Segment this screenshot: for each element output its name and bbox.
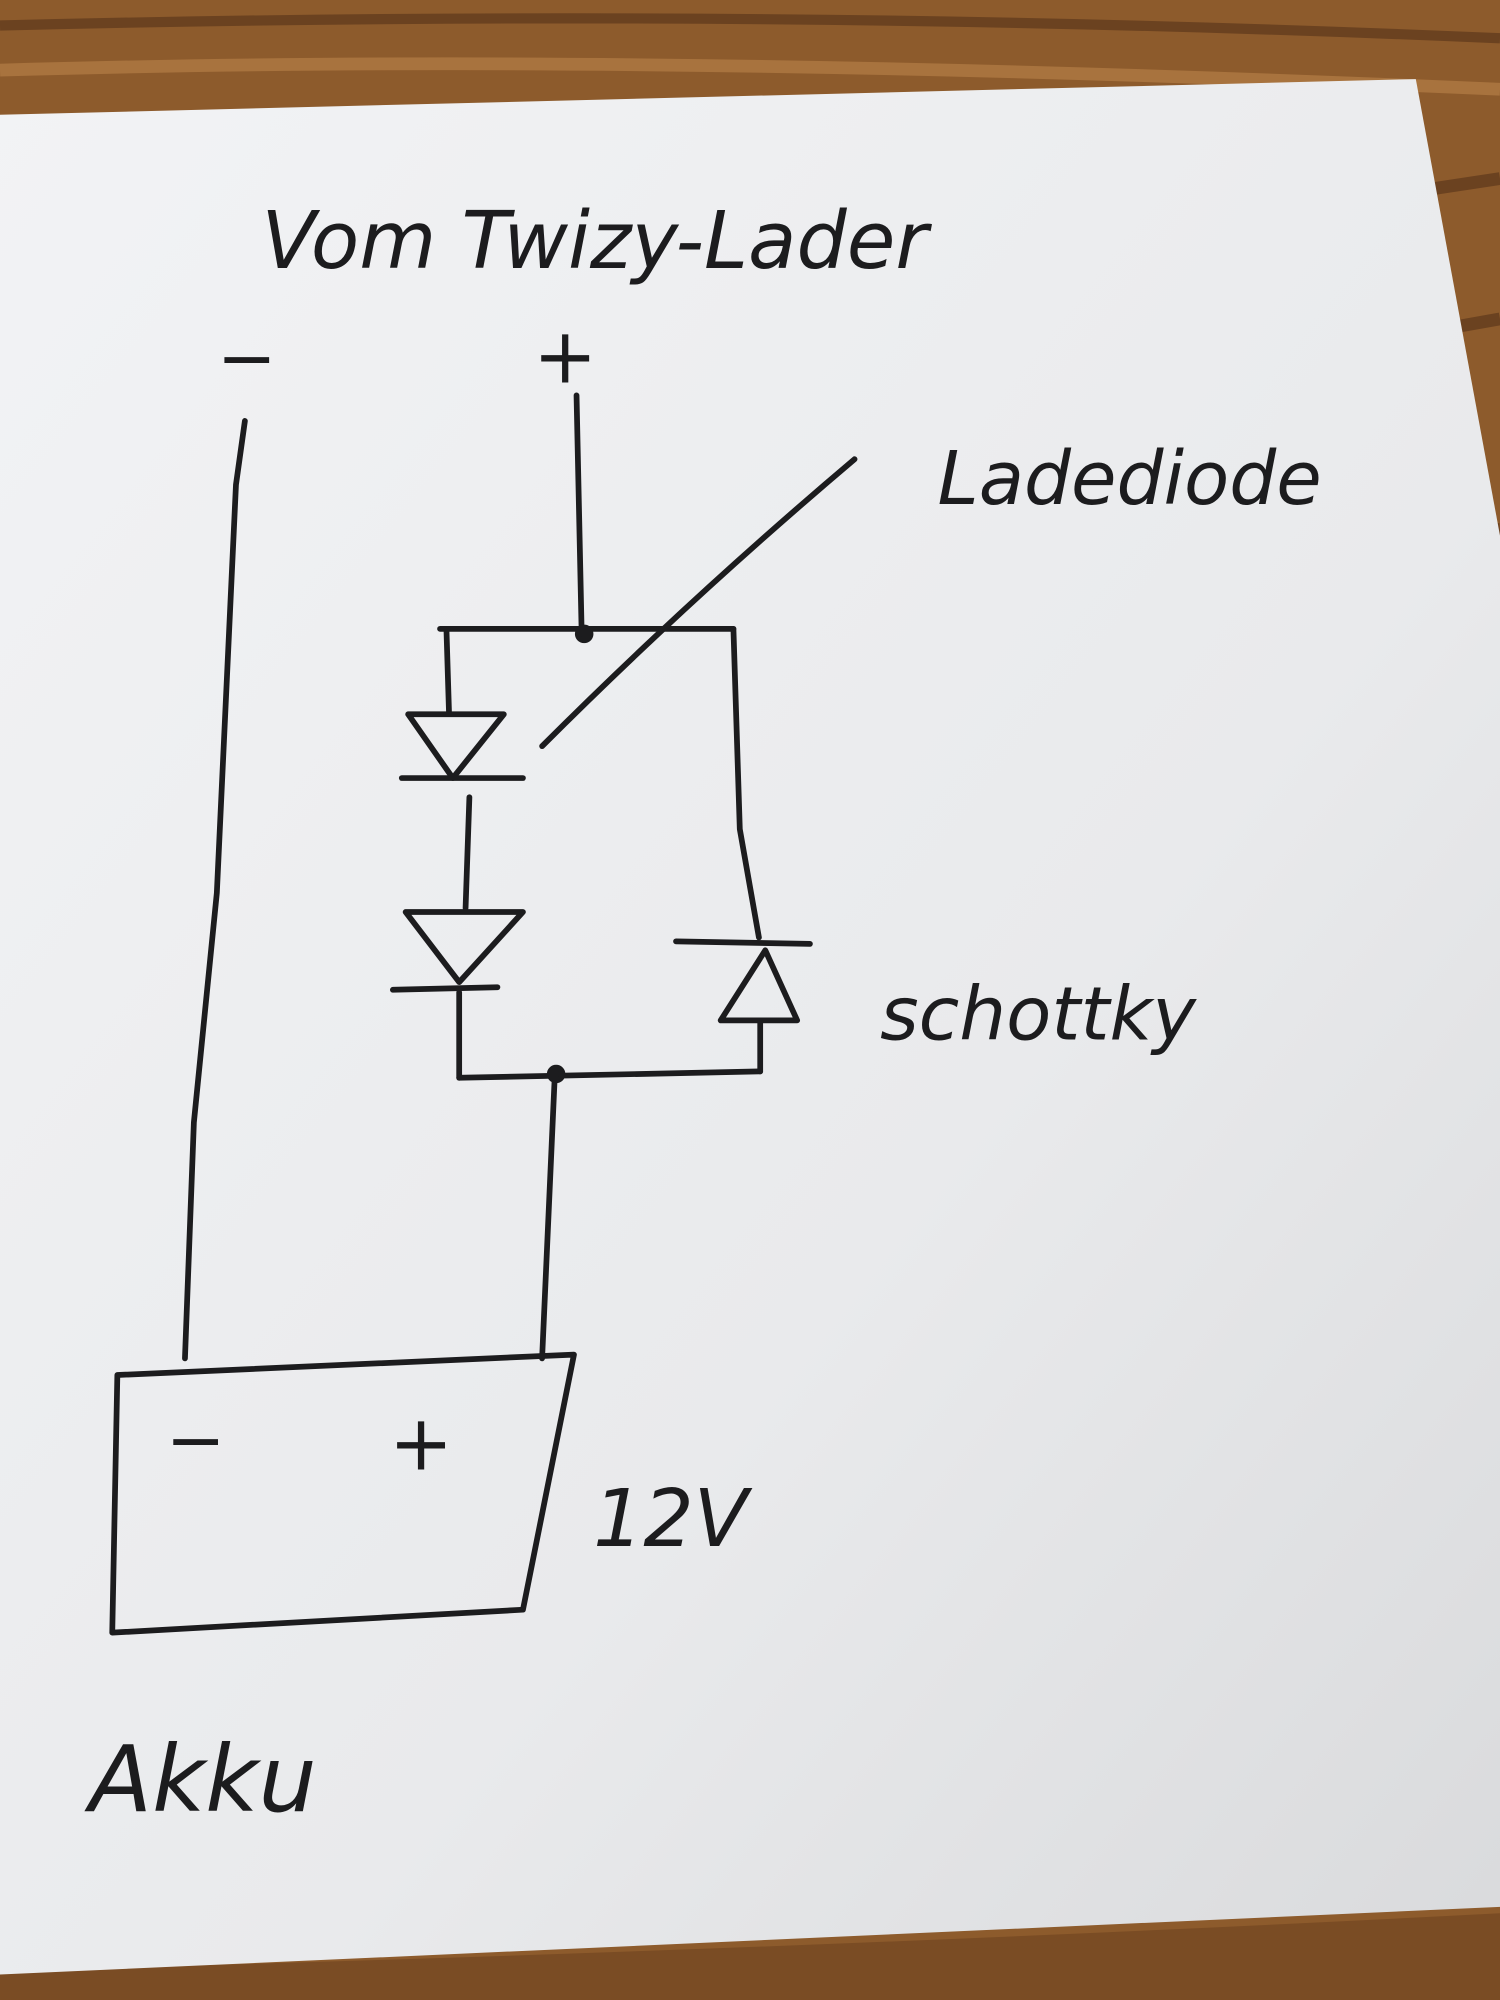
paper-sheet	[0, 79, 1500, 1975]
charge-diode-1	[398, 711, 526, 781]
diode-link-wire	[462, 794, 473, 912]
charge-diode-2	[389, 909, 526, 993]
input-minus-label: −	[217, 317, 277, 400]
diagram-title: Vom Twizy-Lader	[261, 195, 932, 287]
battery-plus-label: +	[389, 1399, 453, 1488]
pointer-line	[539, 456, 858, 750]
battery-box	[109, 1351, 577, 1636]
left-branch-top	[443, 625, 452, 715]
battery-plus-wire	[539, 1071, 558, 1362]
battery-label: Akku	[84, 1726, 316, 1833]
plus-wire	[573, 392, 585, 635]
bottom-rail	[456, 1068, 764, 1081]
schottky-diode	[673, 938, 813, 1024]
battery-voltage-label: 12V	[593, 1473, 753, 1565]
right-branch-top	[730, 625, 762, 941]
schottky-label: schottky	[880, 972, 1197, 1058]
battery-minus-label: −	[166, 1398, 226, 1481]
circuit-wires	[182, 392, 858, 1362]
charge-diode-label: Ladediode	[938, 436, 1322, 522]
input-plus-label: +	[533, 313, 597, 402]
minus-wire	[182, 418, 248, 1362]
